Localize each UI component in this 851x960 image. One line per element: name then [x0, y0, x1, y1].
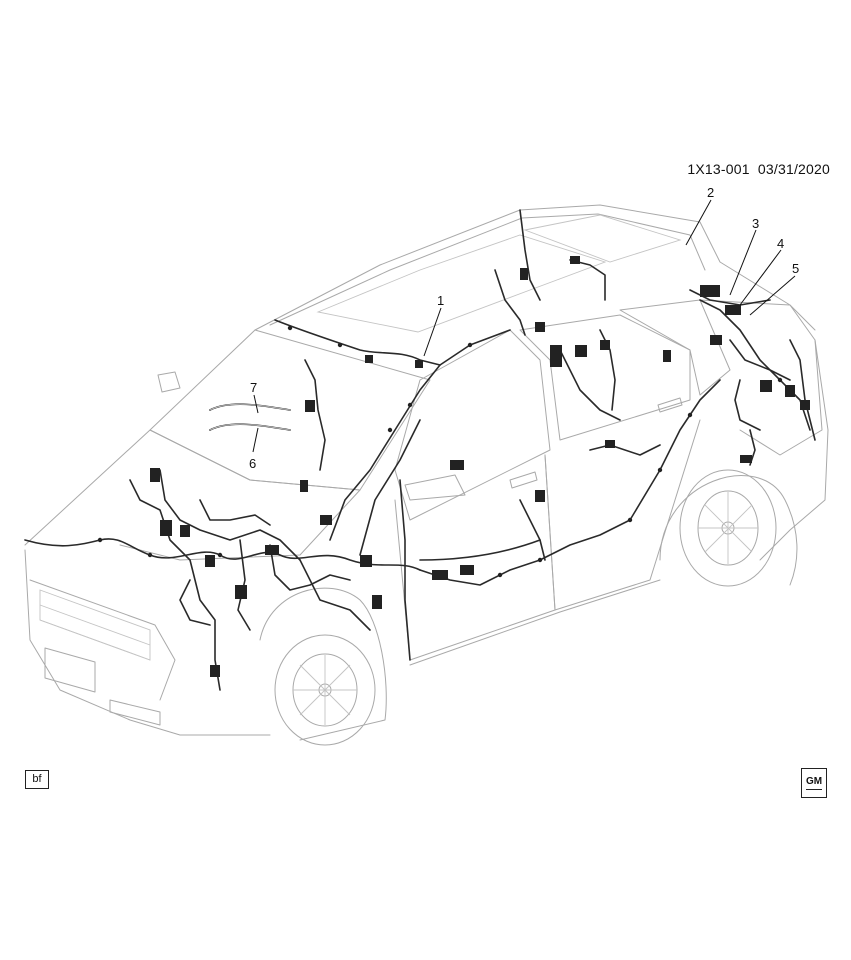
gm-logo-icon: GM [801, 768, 827, 798]
callout-3: 3 [752, 216, 759, 231]
callout-7: 7 [250, 380, 257, 395]
part-code: 1X13-001 [687, 161, 750, 177]
callout-6: 6 [249, 456, 256, 471]
wiring-harness [24, 209, 816, 691]
gm-logo-text: GM [805, 775, 823, 787]
diagram-reference: 1X13-001 03/31/2020 [640, 161, 830, 177]
callout-4: 4 [777, 236, 784, 251]
callout-2: 2 [707, 185, 714, 200]
gm-logo-underline [806, 788, 822, 791]
vehicle-outline [24, 204, 829, 746]
diagram-date: 03/31/2020 [757, 161, 830, 177]
callout-5: 5 [792, 261, 799, 276]
callout-labels: 1 2 3 4 5 6 7 [249, 185, 799, 471]
view-code-box: bf [25, 770, 49, 789]
callout-1: 1 [437, 293, 444, 308]
callout-leaders [252, 199, 796, 453]
